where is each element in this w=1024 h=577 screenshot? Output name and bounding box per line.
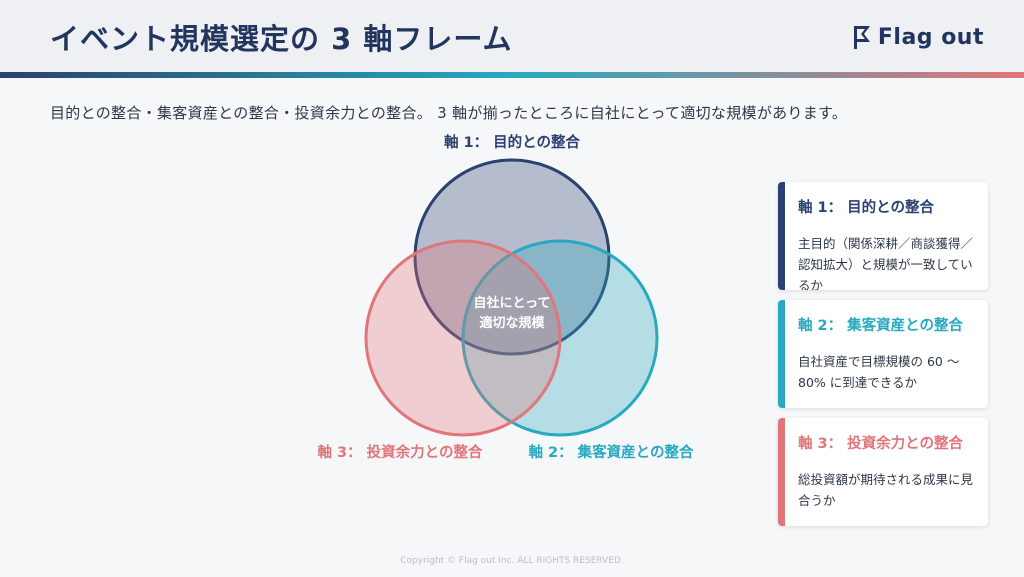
card-accent-strip — [778, 300, 785, 408]
venn-diagram: 軸 1： 目的との整合 自社にとって 適切な規模 軸 3： 投資余力との整合 軸… — [317, 133, 694, 461]
card-title: 軸 3： 投資余力との整合 — [798, 436, 964, 452]
brand-logo: Flag out — [852, 22, 984, 52]
page-title: イベント規模選定の 3 軸フレーム — [50, 22, 513, 56]
card-body: 主目的（関係深耕／商談獲得／認知拡大）と規模が一致しているか — [798, 236, 974, 290]
axis1-label: 軸 1： 目的との整合 — [444, 133, 581, 151]
intro-text: 目的との整合・集客資産との整合・投資余力との整合。 3 軸が揃ったところに自社に… — [50, 104, 848, 122]
center-label-line2: 適切な規模 — [479, 315, 545, 331]
card-body: 総投資額が期待される成果に見合うか — [798, 472, 974, 508]
flag-logo-icon — [853, 26, 870, 49]
axis3-label: 軸 3： 投資余力との整合 — [317, 443, 483, 461]
logo-text: Flag out — [877, 24, 984, 50]
card-axis2: 軸 2： 集客資産との整合 自社資産で目標規模の 60 〜 80% に到達できる… — [778, 300, 988, 408]
card-axis1: 軸 1： 目的との整合 主目的（関係深耕／商談獲得／認知拡大）と規模が一致してい… — [778, 182, 988, 290]
header: イベント規模選定の 3 軸フレーム Flag out — [0, 0, 1024, 72]
accent-bar — [0, 72, 1024, 78]
card-title: 軸 1： 目的との整合 — [798, 200, 935, 216]
axis3-circle — [364, 239, 562, 437]
axis1-circle — [413, 158, 611, 356]
card-body: 自社資産で目標規模の 60 〜 80% に到達できるか — [798, 354, 960, 390]
card-title: 軸 2： 集客資産との整合 — [798, 318, 964, 334]
axis2-label: 軸 2： 集客資産との整合 — [528, 443, 694, 461]
card-accent-strip — [778, 418, 785, 526]
copyright: Copyright © Flag out Inc. ALL RIGHTS RES… — [400, 556, 624, 566]
card-accent-strip — [778, 182, 785, 290]
card-axis3: 軸 3： 投資余力との整合 総投資額が期待される成果に見合うか — [778, 418, 988, 526]
center-label-line1: 自社にとって — [474, 295, 551, 311]
